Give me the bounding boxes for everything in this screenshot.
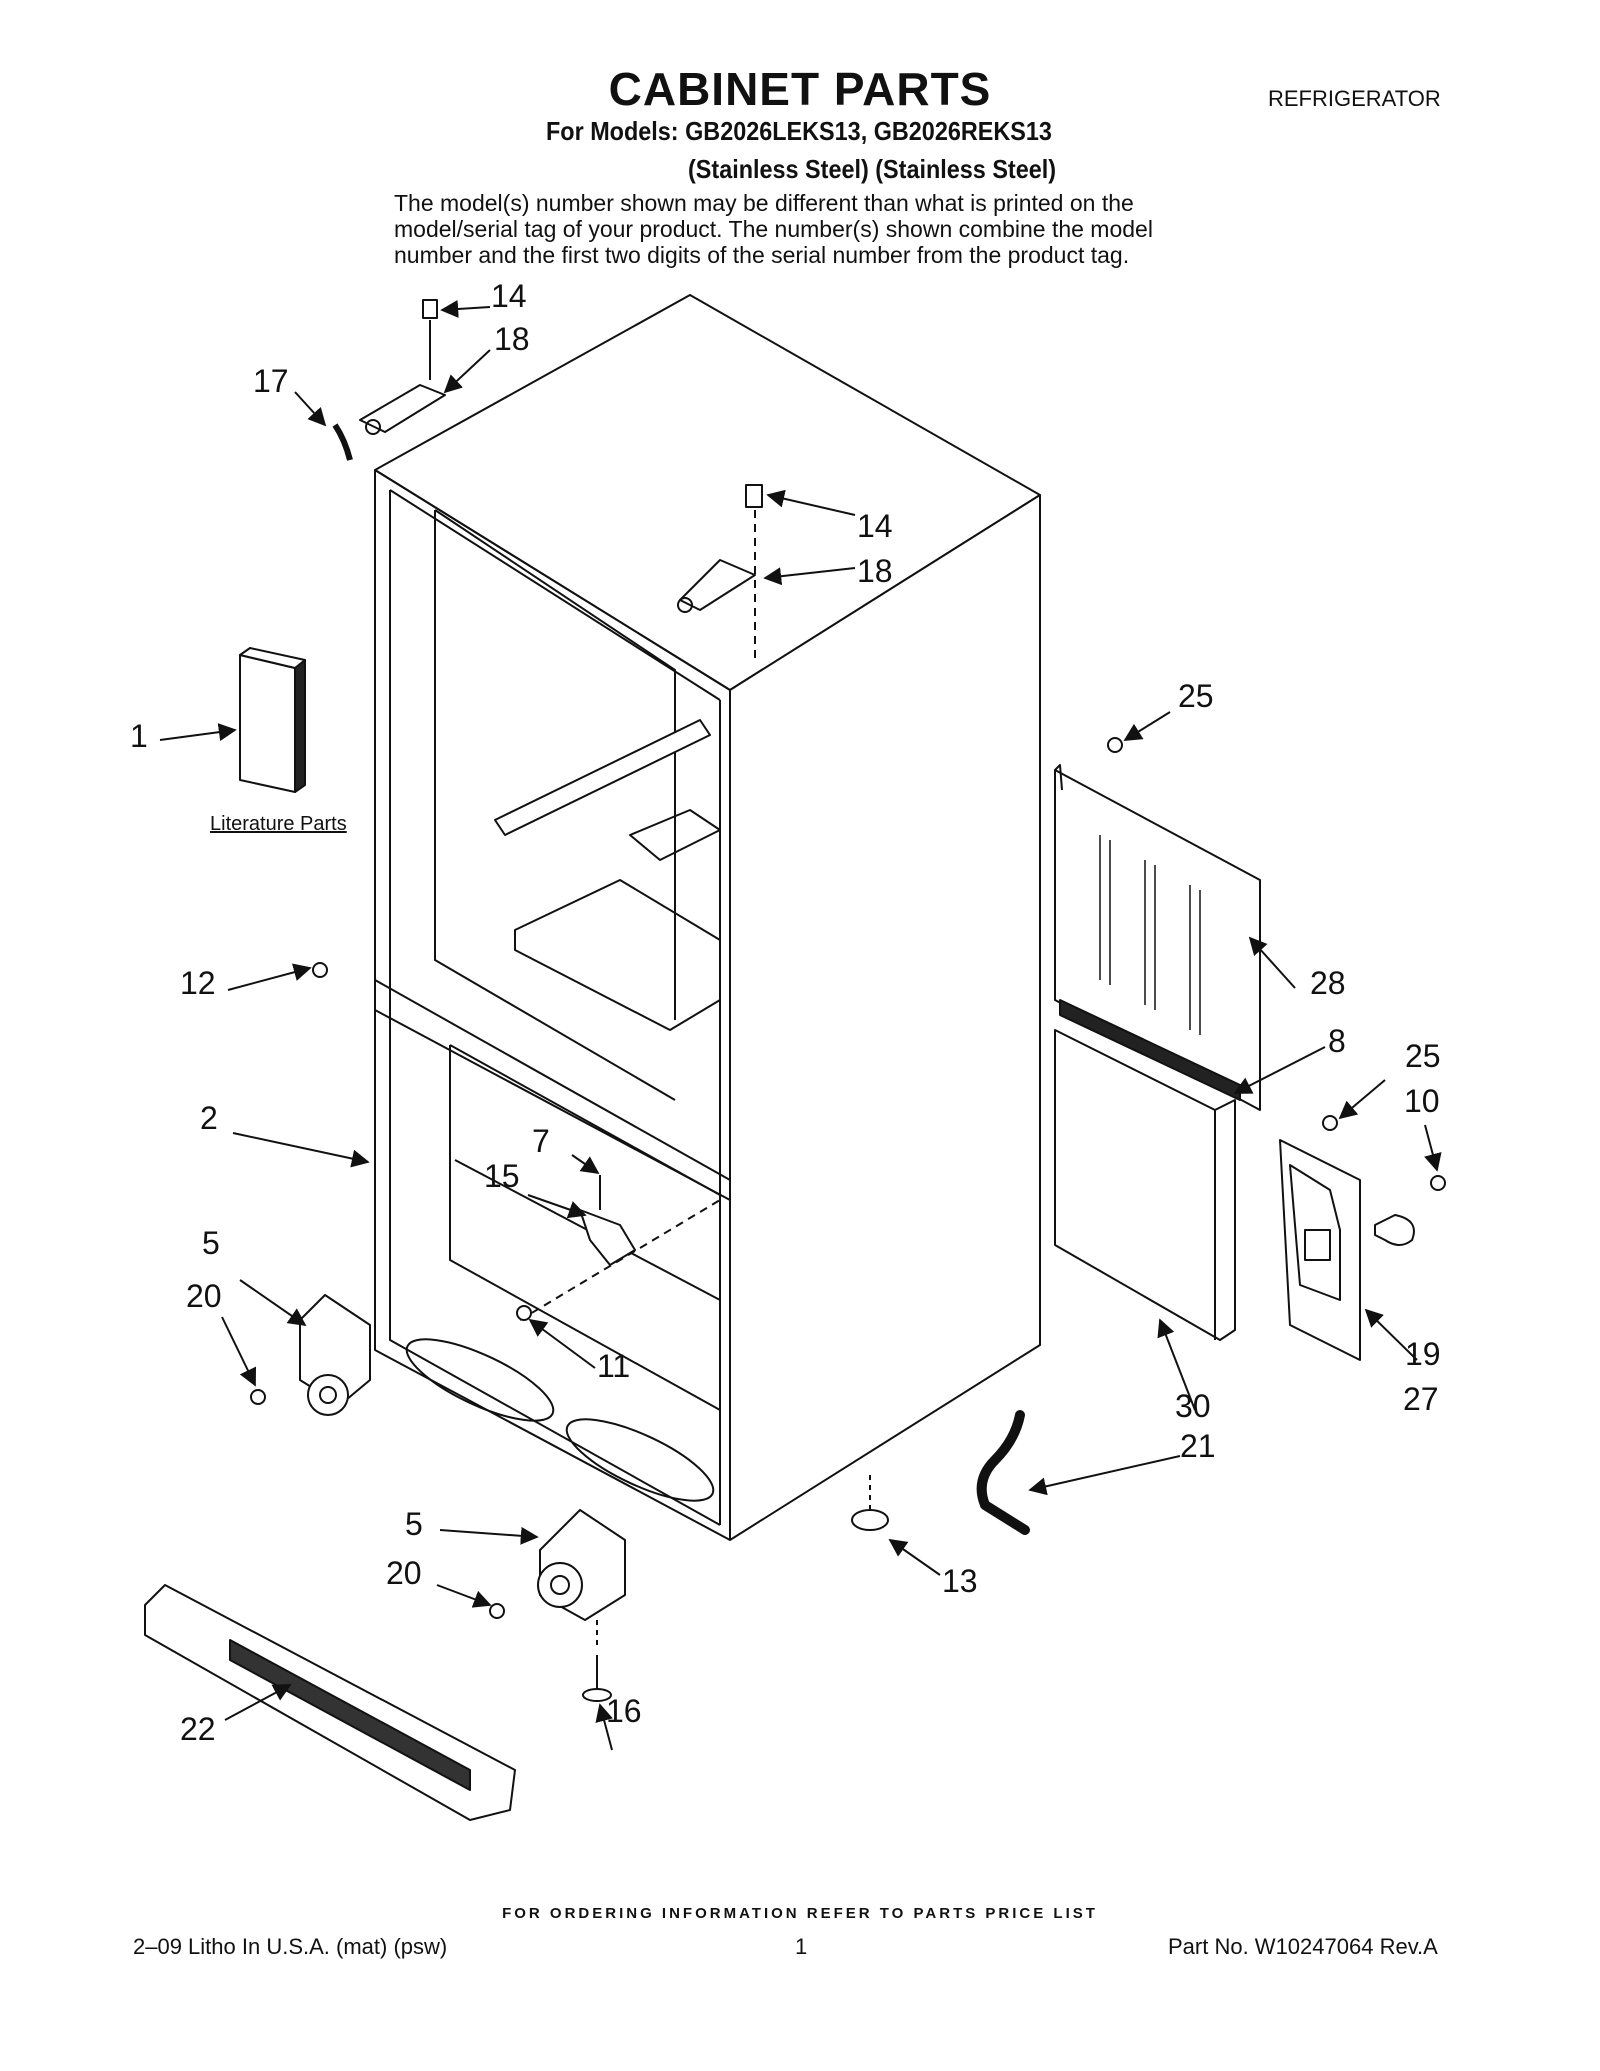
callout-20-bottom: 20 xyxy=(386,1555,422,1591)
note-line: number and the first two digits of the s… xyxy=(394,242,1130,268)
callout-11: 11 xyxy=(597,1348,631,1384)
leveling-leg xyxy=(582,1620,612,1702)
callout-7: 7 xyxy=(532,1123,550,1159)
models-line: For Models: GB2026LEKS13, GB2026REKS13 xyxy=(546,116,1052,146)
callout-19: 19 xyxy=(1405,1336,1441,1372)
callout-12: 12 xyxy=(180,965,216,1001)
callout-20-left: 20 xyxy=(186,1278,222,1314)
toe-grille xyxy=(144,1584,516,1821)
callout-5-left: 5 xyxy=(202,1225,220,1261)
hinge-top-left xyxy=(332,299,446,461)
screw-parts xyxy=(250,737,1446,1619)
page-title: CABINET PARTS xyxy=(608,63,992,115)
callout-28: 28 xyxy=(1310,965,1346,1001)
callout-25-upper: 25 xyxy=(1178,678,1214,714)
callout-30: 30 xyxy=(1175,1388,1211,1424)
clamp xyxy=(1374,1214,1415,1246)
part-number: Part No. W10247064 Rev.A xyxy=(1168,1934,1438,1959)
callout-10: 10 xyxy=(1404,1083,1440,1119)
callout-21: 21 xyxy=(1180,1428,1216,1464)
callout-25-lower: 25 xyxy=(1405,1038,1441,1074)
callout-15: 15 xyxy=(484,1158,520,1194)
literature-parts-label: Literature Parts xyxy=(210,813,347,835)
roller-left xyxy=(299,1294,371,1416)
category-label: REFRIGERATOR xyxy=(1268,86,1441,111)
pivot-bracket xyxy=(579,1209,636,1266)
callout-27: 27 xyxy=(1403,1381,1439,1417)
page-number: 1 xyxy=(795,1934,808,1959)
callout-16: 16 xyxy=(606,1693,642,1729)
callout-1: 1 xyxy=(130,718,148,754)
rear-panel xyxy=(1054,1029,1236,1341)
seal-strip xyxy=(1059,999,1241,1101)
drain-tube xyxy=(976,1410,1030,1535)
literature-book xyxy=(239,647,306,793)
callout-18-top-right: 18 xyxy=(857,553,893,589)
callout-18-top-left: 18 xyxy=(494,321,530,357)
finish-line: (Stainless Steel) (Stainless Steel) xyxy=(688,154,1057,184)
hinge-top-right xyxy=(677,484,763,660)
note-line: The model(s) number shown may be differe… xyxy=(394,190,1134,216)
model-note: The model(s) number shown may be differe… xyxy=(394,190,1254,268)
electrical-bracket xyxy=(1279,1139,1361,1361)
cabinet-body xyxy=(374,294,1041,1541)
callout-14-top-right: 14 xyxy=(857,508,893,544)
print-info: 2–09 Litho In U.S.A. (mat) (psw) xyxy=(133,1934,448,1959)
ordering-info: FOR ORDERING INFORMATION REFER TO PARTS … xyxy=(502,1905,1098,1922)
callout-14-top-left: 14 xyxy=(491,278,527,314)
callout-8: 8 xyxy=(1328,1023,1346,1059)
note-line: model/serial tag of your product. The nu… xyxy=(394,216,1153,242)
grommet xyxy=(851,1509,889,1531)
callout-22: 22 xyxy=(180,1711,216,1747)
callout-5-bottom: 5 xyxy=(405,1506,423,1542)
callout-2: 2 xyxy=(200,1100,218,1136)
callout-17: 17 xyxy=(253,363,289,399)
callout-13: 13 xyxy=(942,1563,978,1599)
roller-bottom xyxy=(537,1509,626,1621)
